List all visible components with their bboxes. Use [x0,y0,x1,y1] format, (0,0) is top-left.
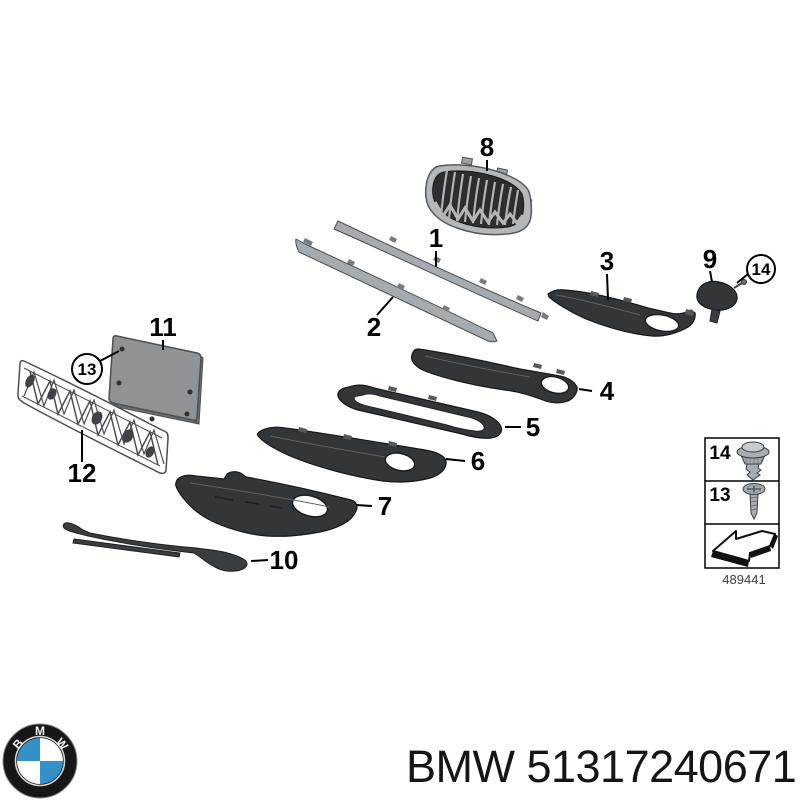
part-number: BMW 51317240671 [406,741,796,792]
expansion-rivet-icon [736,441,770,481]
callout-7: 7 [355,491,392,521]
bmw-quadrant-bottom-right [40,761,63,784]
callout-1: 1 [429,223,443,267]
callout-6-label: 6 [471,446,485,476]
callout-5: 5 [505,412,540,442]
hardware-row2-label: 13 [709,485,730,506]
direction-arrow-icon [711,530,778,567]
bmw-quadrant-top-right [40,738,63,761]
callout-13-label: 13 [78,360,97,379]
bmw-quadrant-top-left [17,738,40,761]
part-4-side-grille [410,348,578,404]
part-1-trim-strip-upper [333,220,549,322]
screw-icon [742,483,766,521]
hardware-box-frame [704,437,780,569]
callout-3-label: 3 [600,246,614,276]
hardware-legend-box: 14 13 [704,437,780,569]
part-2-trim-strip-lower [295,238,498,343]
callout-13-circle [71,353,103,385]
callout-14-circle [746,254,776,284]
hardware-row1-label: 14 [709,443,731,464]
callout-12: 12 [68,430,97,488]
callout-13-circled: 13 [71,350,120,385]
part-5-open-frame-grille [337,384,503,439]
part-6-fog-grille [256,426,447,483]
callout-9: 9 [703,244,717,283]
callout-5-label: 5 [526,412,540,442]
callout-11-label: 11 [149,312,177,342]
callout-11: 11 [149,312,177,350]
bmw-logo-letter-m: M [35,724,45,738]
callout-12-label: 12 [68,458,97,488]
callout-4: 4 [578,376,615,406]
part-8-kidney-grille [424,156,533,236]
callout-1-label: 1 [429,223,443,253]
callout-3: 3 [600,246,614,301]
callout-7-label: 7 [378,491,392,521]
bmw-quadrant-bottom-left [17,761,40,784]
callout-14-label: 14 [752,260,771,279]
callout-4-label: 4 [600,376,615,406]
callout-2: 2 [367,296,394,342]
part-7-fog-grille [174,471,358,537]
callout-9-label: 9 [703,244,717,274]
part-3-side-grille [547,289,696,337]
callout-10-label: 10 [270,545,299,575]
callout-6: 6 [445,446,485,476]
callout-2-label: 2 [367,312,381,342]
callout-8-label: 8 [480,132,494,162]
part-12-lattice-support [17,359,169,475]
diagram-code: 489441 [722,572,765,587]
callout-14-circled: 14 [736,254,776,284]
part-9-cap [696,279,747,324]
callout-8: 8 [480,132,494,171]
callout-10: 10 [250,545,299,575]
bmw-roundel-logo: B M W [2,723,78,799]
part-10-lower-trim-blade [62,522,248,572]
